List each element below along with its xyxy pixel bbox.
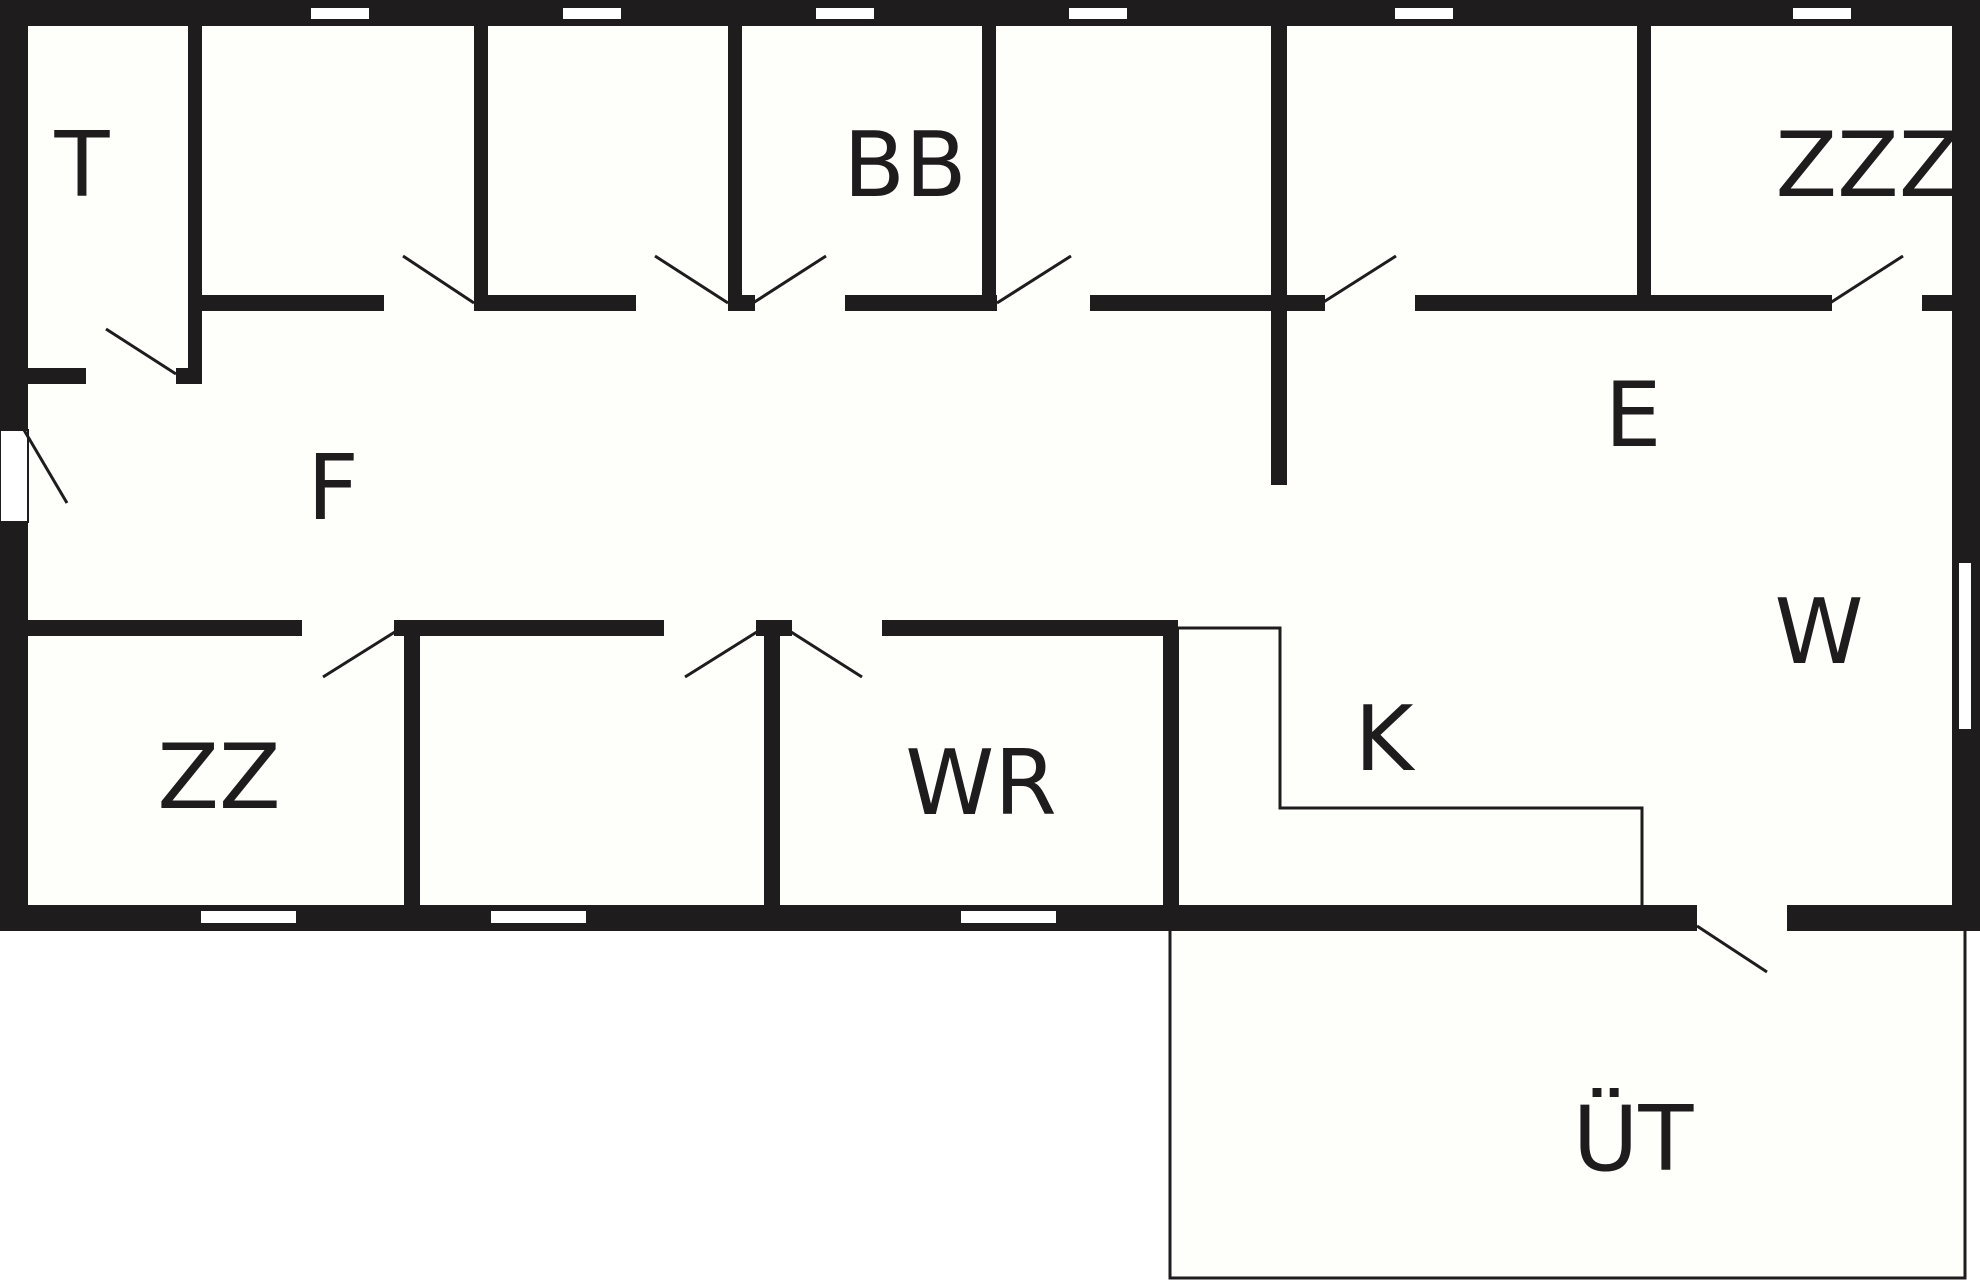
corridor-wall-lower [20,620,302,636]
partition-wall [764,628,780,918]
corridor-wall-lower [394,620,664,636]
window [199,909,298,925]
corridor-wall-upper [1415,295,1832,311]
partition-wall [1271,20,1287,485]
door-swing [996,254,1072,305]
corridor-wall-lower [882,620,1178,636]
window [1957,561,1973,731]
room-label-f: F [307,436,359,541]
corridor-wall-upper [474,295,636,311]
entrance-opening [0,429,29,523]
door-swing [1696,924,1768,974]
door-swing [752,254,827,305]
terrace-outline [1168,920,1967,1280]
room-label-t: T [54,113,111,218]
corridor-wall-upper [198,295,384,311]
window [1791,6,1853,21]
door-swing [1829,254,1904,305]
door-swing [654,254,729,305]
room-label-bb: BB [843,113,967,218]
door-swing [787,628,863,679]
room-label-wr: WR [905,731,1057,836]
room-label-e: E [1605,363,1662,468]
kitchen-counter [1175,626,1644,905]
partition-wall [188,20,202,380]
exterior-wall-bottom-right [1787,905,1980,931]
window [1067,6,1129,21]
partition-wall [982,20,996,310]
partition-wall [1163,628,1179,918]
partition-wall [404,628,420,918]
door-swing [1321,254,1397,305]
partition-wall [728,20,742,310]
corridor-wall-upper [1090,295,1325,311]
window [561,6,623,21]
window [1393,6,1455,21]
room-label-zzz: ZZZ [1776,113,1961,218]
door-swing [684,628,761,679]
partition-wall [474,20,488,310]
door-swing [322,628,399,679]
terrace-floor-area [1170,920,1965,1278]
corridor-wall-upper [1922,295,1960,311]
window [309,6,371,21]
room-label-k: K [1354,687,1415,792]
door-swing [22,429,69,504]
room-t-wall [20,368,86,384]
window [814,6,876,21]
exterior-wall-right [1952,0,1980,931]
room-label-w: W [1775,580,1864,685]
door-swing [105,327,177,376]
room-label-ut: ÜT [1573,1086,1695,1192]
window [959,909,1058,925]
exterior-wall-left-upper [0,0,28,430]
room-label-zz: ZZ [157,725,280,830]
window [489,909,588,925]
door-swing [402,254,475,305]
partition-wall [1637,20,1651,310]
corridor-wall-upper [845,295,997,311]
room-t-wall [176,368,202,384]
exterior-wall-left-lower [0,522,28,931]
